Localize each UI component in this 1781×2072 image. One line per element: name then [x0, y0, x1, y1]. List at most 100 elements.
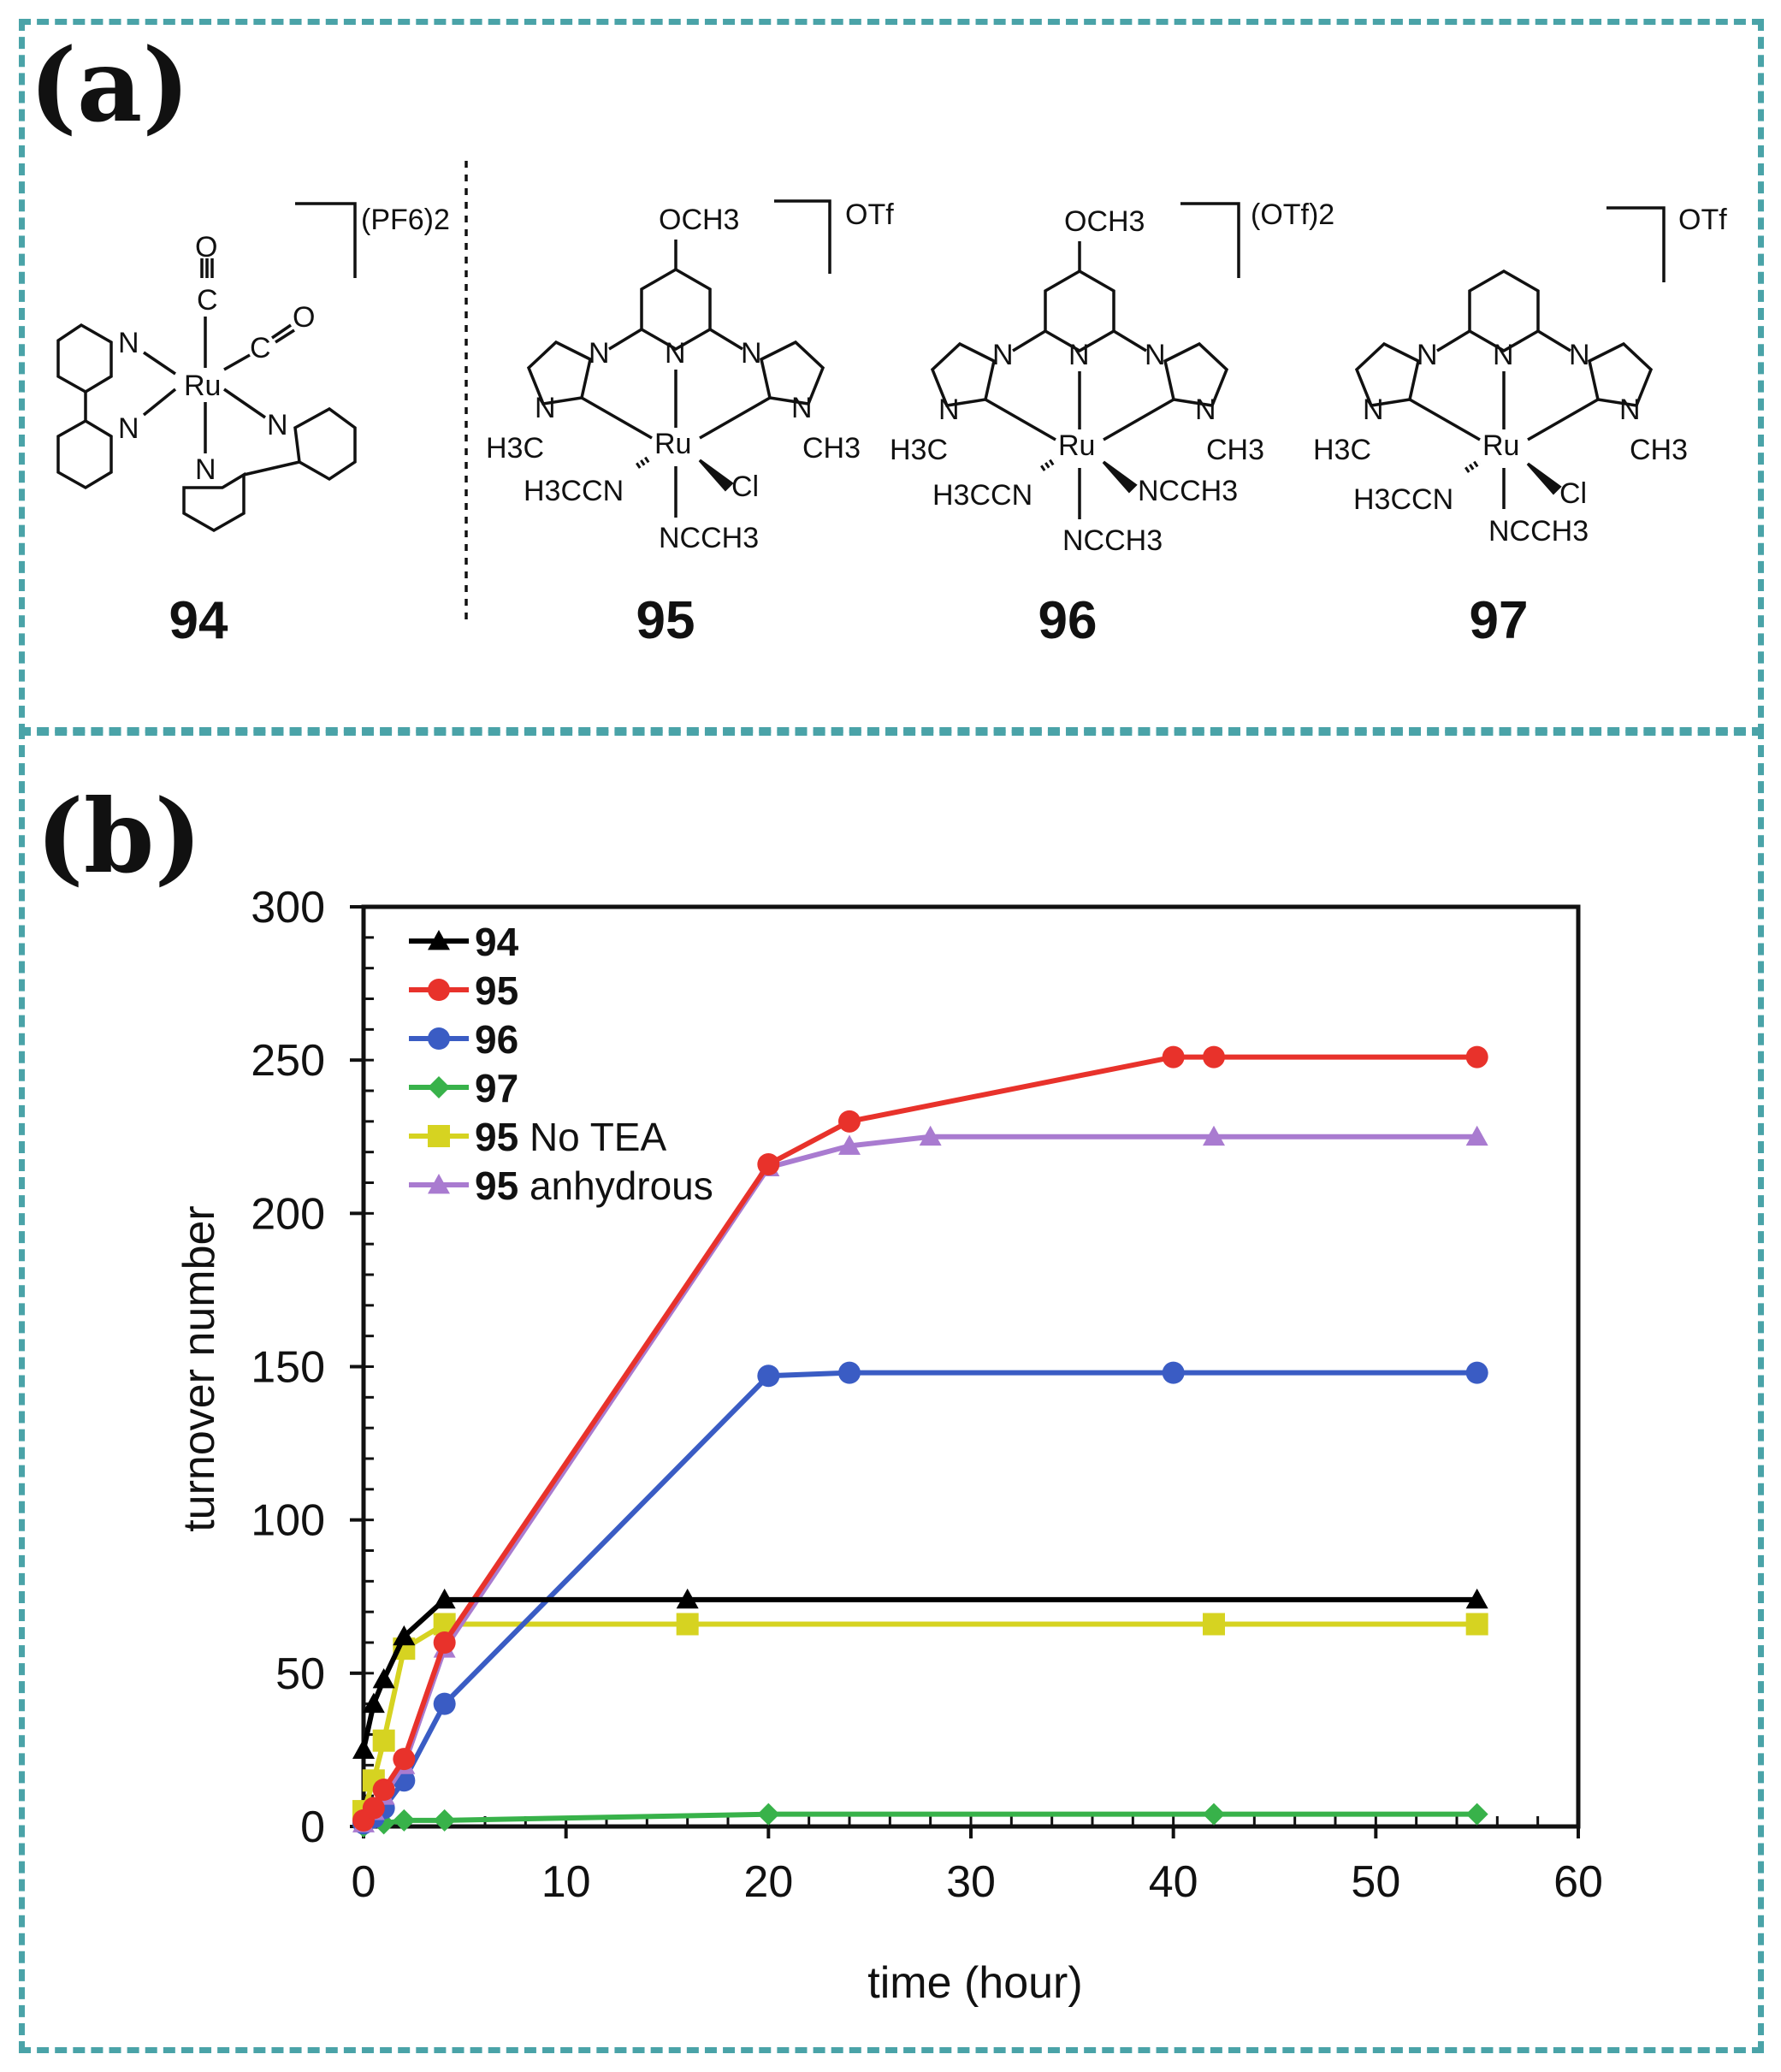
- series-94: [352, 1588, 1488, 1759]
- svg-text:N: N: [992, 339, 1014, 371]
- svg-text:Ru: Ru: [654, 428, 691, 460]
- marker-circle: [838, 1110, 861, 1133]
- marker-circle: [1465, 1045, 1488, 1069]
- marker-diamond: [757, 1803, 780, 1826]
- svg-text:N: N: [741, 337, 762, 370]
- x-tick-label: 0: [352, 1857, 376, 1907]
- svg-text:N: N: [665, 337, 686, 370]
- svg-text:N: N: [267, 409, 288, 441]
- marker-square: [428, 1125, 450, 1147]
- svg-text:C: C: [197, 284, 218, 317]
- marker-diamond: [428, 1076, 450, 1098]
- y-tick-label: 100: [251, 1496, 325, 1546]
- svg-text:NCCH3: NCCH3: [1062, 524, 1163, 557]
- compound-label-97: 97: [1469, 591, 1529, 650]
- svg-text:NCCH3: NCCH3: [659, 522, 759, 554]
- marker-circle: [757, 1153, 780, 1175]
- marker-circle: [428, 979, 450, 1001]
- svg-text:H3CCN: H3CCN: [932, 479, 1033, 512]
- svg-text:N: N: [1195, 394, 1216, 426]
- svg-text:OCH3: OCH3: [1064, 205, 1145, 238]
- marker-diamond: [1203, 1803, 1225, 1826]
- marker-triangle: [372, 1668, 395, 1689]
- marker-triangle: [676, 1588, 699, 1609]
- series-95no-tea: [352, 1613, 1488, 1823]
- svg-text:N: N: [195, 453, 216, 486]
- svg-text:N: N: [1363, 394, 1384, 426]
- svg-text:N: N: [1569, 339, 1590, 371]
- counterion-97: OTf: [1678, 204, 1727, 236]
- legend-suffix: No TEA: [518, 1115, 666, 1159]
- y-tick-label: 50: [275, 1649, 325, 1699]
- svg-text:CH3: CH3: [1206, 434, 1264, 466]
- svg-text:OCH3: OCH3: [659, 204, 739, 236]
- svg-text:Ru: Ru: [1482, 429, 1519, 462]
- y-axis-label: turnover number: [175, 1205, 224, 1532]
- marker-circle: [428, 1027, 450, 1050]
- x-tick-label: 50: [1351, 1857, 1400, 1907]
- legend-entry: 95 No TEA: [475, 1115, 666, 1159]
- counterion-94: (PF6)2: [361, 204, 450, 236]
- chart-series: [352, 1045, 1488, 1838]
- counterion-96: (OTf)2: [1251, 198, 1334, 231]
- legend-entry: 96: [475, 1017, 518, 1062]
- structure-95: OTf OCH3 N N N N N H3C CH3 Ru H3CCN Cl N…: [486, 198, 894, 554]
- marker-circle: [393, 1748, 416, 1771]
- series-line: [361, 1621, 1477, 1813]
- y-tick-label: 250: [251, 1036, 325, 1086]
- structure-94: (PF6)2 Ru C O C O N N N N: [56, 202, 450, 533]
- marker-diamond: [393, 1809, 416, 1832]
- svg-text:N: N: [589, 337, 610, 370]
- svg-text:H3C: H3C: [1313, 434, 1371, 466]
- svg-text:Ru: Ru: [1058, 429, 1095, 462]
- svg-text:N: N: [791, 392, 813, 424]
- ru-94: Ru: [184, 370, 221, 402]
- series-line: [361, 1134, 1477, 1826]
- legend-suffix: anhydrous: [518, 1163, 713, 1208]
- marker-triangle: [433, 1588, 456, 1609]
- marker-circle: [1203, 1045, 1225, 1069]
- y-tick-label: 300: [251, 883, 325, 932]
- panel-b-label: (b): [36, 777, 203, 896]
- marker-triangle: [1465, 1588, 1488, 1609]
- svg-text:Cl: Cl: [731, 471, 759, 503]
- series-95anhydrous: [352, 1125, 1488, 1832]
- marker-circle: [1162, 1045, 1185, 1069]
- marker-circle: [1162, 1361, 1185, 1384]
- svg-text:CH3: CH3: [1630, 434, 1688, 466]
- marker-triangle: [838, 1134, 861, 1155]
- svg-text:Cl: Cl: [1559, 477, 1587, 510]
- legend-entry: 97: [475, 1066, 518, 1110]
- marker-square: [372, 1729, 395, 1752]
- marker-diamond: [433, 1809, 456, 1832]
- svg-text:N: N: [1068, 339, 1090, 371]
- svg-text:NCCH3: NCCH3: [1488, 515, 1589, 548]
- legend-entry: 94: [475, 920, 519, 964]
- plot-frame: [361, 904, 1581, 1829]
- structure-96: (OTf)2 OCH3 N N N N N H3C CH3 Ru H3CCN N…: [890, 198, 1334, 557]
- legend-entry: 95: [475, 968, 518, 1013]
- panel-a-label: (a): [29, 26, 191, 145]
- marker-circle: [757, 1365, 780, 1388]
- svg-text:O: O: [195, 231, 217, 263]
- svg-text:N: N: [118, 327, 139, 359]
- marker-triangle: [1465, 1125, 1488, 1146]
- marker-triangle: [393, 1625, 416, 1646]
- marker-triangle: [362, 1692, 385, 1714]
- svg-text:H3C: H3C: [486, 432, 544, 465]
- marker-circle: [372, 1779, 395, 1801]
- marker-circle: [433, 1692, 456, 1715]
- marker-triangle: [1203, 1125, 1225, 1146]
- x-tick-label: 20: [743, 1857, 793, 1907]
- legend-entry: 95 anhydrous: [475, 1163, 713, 1208]
- legend-id: 96: [475, 1017, 518, 1062]
- series-95: [352, 1045, 1488, 1832]
- x-tick-label: 30: [946, 1857, 996, 1907]
- svg-text:C: C: [250, 332, 271, 364]
- svg-text:H3C: H3C: [890, 434, 948, 466]
- svg-text:H3CCN: H3CCN: [1353, 483, 1453, 516]
- panel-b: [19, 727, 1764, 2053]
- marker-diamond: [1465, 1803, 1488, 1826]
